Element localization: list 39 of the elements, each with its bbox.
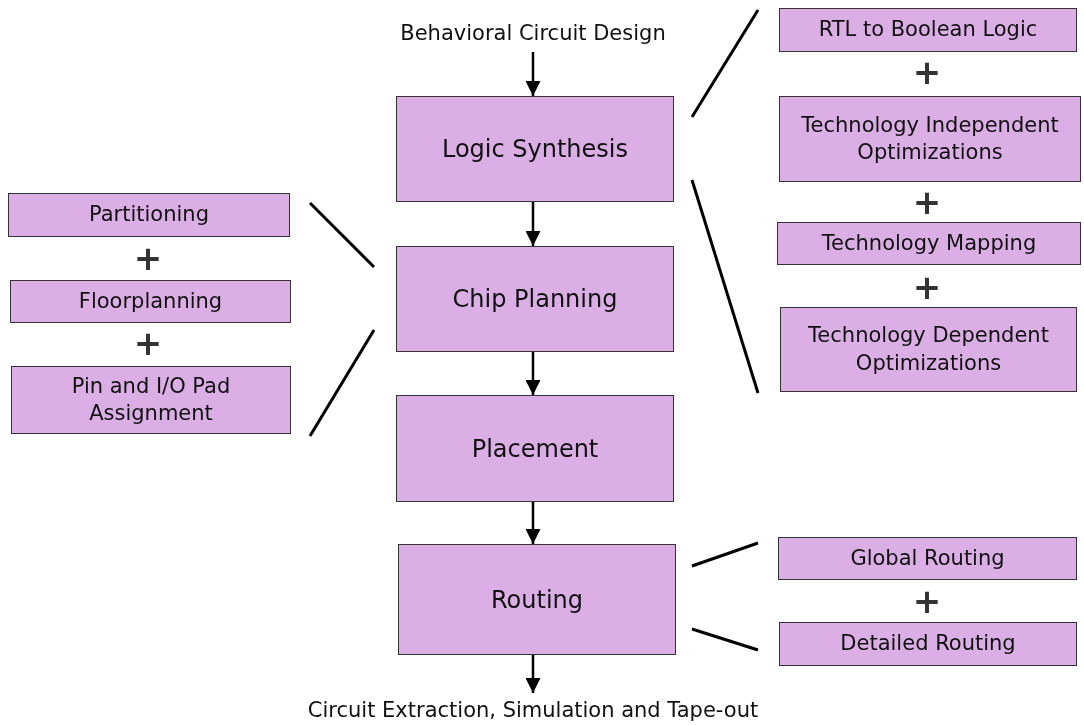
box-label: Partitioning <box>89 201 209 229</box>
arrow <box>525 202 541 246</box>
box-label: Detailed Routing <box>840 630 1016 658</box>
box-label: Routing <box>491 585 583 614</box>
box-label: Technology Dependent Optimizations <box>807 322 1050 377</box>
process-box <box>777 222 1081 265</box>
process-box <box>779 96 1081 182</box>
process-box <box>398 544 676 655</box>
process-box <box>11 366 291 434</box>
process-box <box>779 8 1077 52</box>
process-box <box>8 193 290 237</box>
arrow <box>525 52 541 96</box>
arrow <box>525 655 541 693</box>
process-box <box>779 622 1077 666</box>
plus-sign: + <box>912 584 942 618</box>
box-label: Pin and I/O Pad Assignment <box>70 372 232 427</box>
box-label: Technology Mapping <box>821 229 1037 257</box>
box-label: Chip Planning <box>452 285 618 313</box>
box-label: Global Routing <box>850 544 1005 572</box>
process-box <box>396 395 674 502</box>
box-label: Technology Independent Optimizations <box>800 111 1060 166</box>
process-box <box>396 96 674 202</box>
process-box <box>396 246 674 352</box>
box-label: Logic Synthesis <box>441 135 629 163</box>
arrow <box>525 352 541 395</box>
plus-sign: + <box>912 55 942 89</box>
box-label: Floorplanning <box>78 287 223 315</box>
process-box <box>778 537 1077 580</box>
box-label: Placement <box>471 434 599 463</box>
plus-sign: + <box>912 185 942 219</box>
box-label: RTL to Boolean Logic <box>818 16 1038 44</box>
plus-sign: + <box>912 270 942 304</box>
plus-sign: + <box>133 326 163 360</box>
process-box <box>780 307 1077 392</box>
plus-sign: + <box>133 241 163 275</box>
process-box <box>10 280 291 323</box>
arrow <box>525 502 541 544</box>
flow-text: Circuit Extraction, Simulation and Tape-out <box>273 695 793 725</box>
flow-text: Behavioral Circuit Design <box>373 18 693 48</box>
